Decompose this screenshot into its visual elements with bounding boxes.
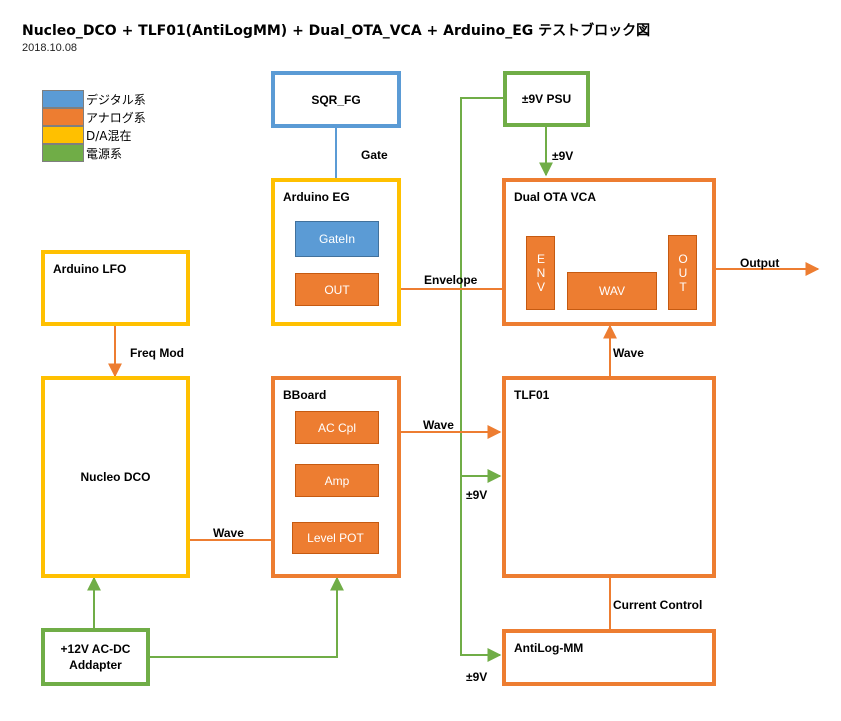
legend-label-power: 電源系 xyxy=(86,147,123,161)
adapter-box: +12V AC-DC Addapter xyxy=(41,628,150,686)
lfo-box: Arduino LFO xyxy=(41,250,190,326)
legend-label-digital: デジタル系 xyxy=(86,93,146,107)
dco-box: Nucleo DCO xyxy=(41,376,190,578)
psu-label: ±9V PSU xyxy=(521,92,572,106)
freq-mod-label: Freq Mod xyxy=(130,346,184,360)
bboard-title: BBoard xyxy=(283,388,327,402)
page-title: Nucleo_DCO + TLF01(AntiLogMM) + Dual_OTA… xyxy=(22,23,651,39)
vca-out-block: OUT xyxy=(668,235,697,310)
antilog-title: AntiLog-MM xyxy=(514,641,584,655)
output-label: Output xyxy=(740,256,780,270)
psu-vca-label: ±9V xyxy=(552,149,574,163)
gatein-block: GateIn xyxy=(295,221,379,257)
dco-wave-label: Wave xyxy=(213,526,244,540)
sqr-fg-label: SQR_FG xyxy=(311,92,361,107)
bboard-wave-label: Wave xyxy=(423,418,454,432)
antilog-box: AntiLog-MM xyxy=(502,629,716,686)
legend-swatch-mixed xyxy=(42,126,84,144)
vca-env-label: ENV xyxy=(534,252,548,294)
legend-swatch-analog xyxy=(42,108,84,126)
dco-label: Nucleo DCO xyxy=(80,470,151,484)
vca-out-label: OUT xyxy=(676,251,690,294)
antilog-power-label: ±9V xyxy=(466,670,488,684)
legend-label-mixed: D/A混在 xyxy=(86,129,132,143)
adapter-bboard-line xyxy=(150,576,344,658)
psu-box: ±9V PSU xyxy=(503,71,590,127)
amp-block: Amp xyxy=(295,464,379,497)
vca-title: Dual OTA VCA xyxy=(514,190,597,204)
page-date: 2018.10.08 xyxy=(22,42,78,54)
tlf01-box: TLF01 xyxy=(502,376,716,578)
tlf01-title: TLF01 xyxy=(514,388,550,402)
envelope-label: Envelope xyxy=(424,273,478,287)
level-pot-label: Level POT xyxy=(307,531,364,545)
tlf-power-label: ±9V xyxy=(466,488,488,502)
vca-wav-label: WAV xyxy=(599,284,625,298)
amp-label: Amp xyxy=(324,473,350,488)
power-rail-line xyxy=(460,97,503,662)
level-pot-block: Level POT xyxy=(292,522,379,554)
tlf-wave-label: Wave xyxy=(613,346,644,360)
gatein-label: GateIn xyxy=(318,232,356,246)
eg-out-label: OUT xyxy=(324,282,350,297)
adapter-label-line2: Addapter xyxy=(69,658,122,672)
arduino-eg-title: Arduino EG xyxy=(283,190,350,204)
legend-swatch-digital xyxy=(42,90,84,108)
adapter-label-line1: +12V AC-DC xyxy=(60,642,131,656)
gate-label: Gate xyxy=(361,148,388,162)
legend-swatch-power xyxy=(42,144,84,162)
ac-cpl-label: AC Cpl xyxy=(317,420,356,435)
sqr-fg-box: SQR_FG xyxy=(271,71,401,128)
vca-env-block: ENV xyxy=(526,236,555,310)
ac-cpl-block: AC Cpl xyxy=(295,411,379,444)
legend-label-analog: アナログ系 xyxy=(86,111,146,125)
lfo-title: Arduino LFO xyxy=(53,262,127,276)
eg-out-block: OUT xyxy=(295,273,379,306)
current-control-label: Current Control xyxy=(613,598,703,612)
vca-wav-block: WAV xyxy=(567,272,657,310)
